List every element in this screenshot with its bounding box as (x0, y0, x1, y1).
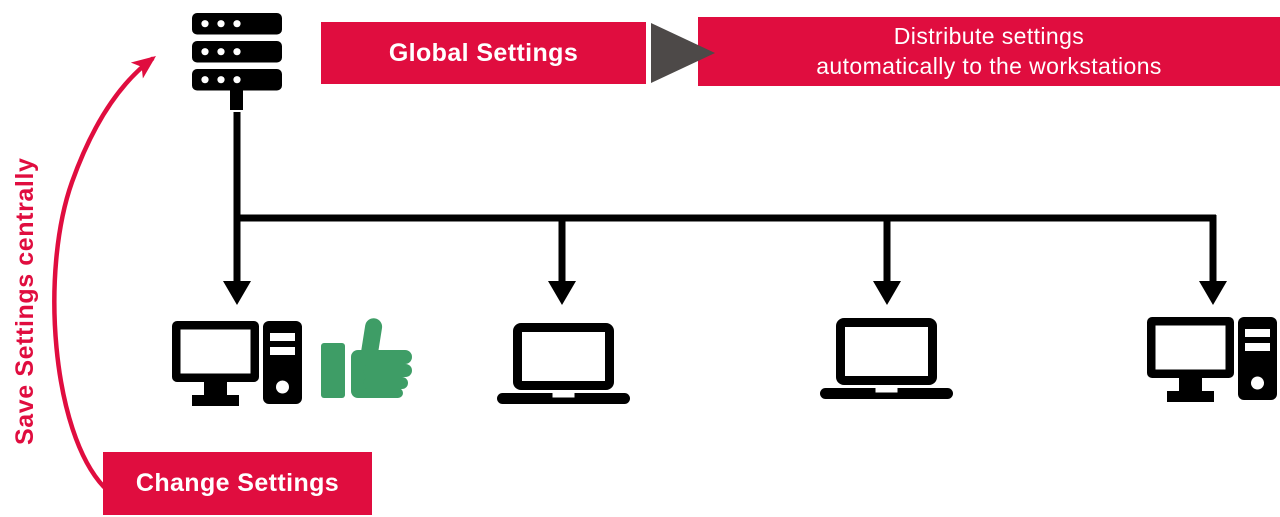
global-settings-box: Global Settings (321, 22, 646, 84)
global-settings-label: Global Settings (388, 38, 579, 67)
distribute-settings-box: Distribute settings automatically to the… (698, 17, 1280, 86)
laptop-workstation-icon (497, 323, 630, 404)
desktop-workstation-icon (172, 321, 302, 406)
change-settings-box: Change Settings (103, 452, 372, 515)
right-triangle-arrow-icon (651, 23, 715, 83)
distribute-settings-line2: automatically to the workstations (816, 52, 1162, 79)
server-icon (192, 13, 282, 110)
thumbs-up-icon (321, 318, 412, 398)
distribute-settings-line1: Distribute settings (893, 23, 1085, 50)
down-arrow-icon (223, 281, 1227, 305)
change-settings-label: Change Settings (135, 469, 340, 497)
desktop-workstation-icon (1147, 317, 1277, 402)
laptop-workstation-icon (820, 318, 953, 399)
